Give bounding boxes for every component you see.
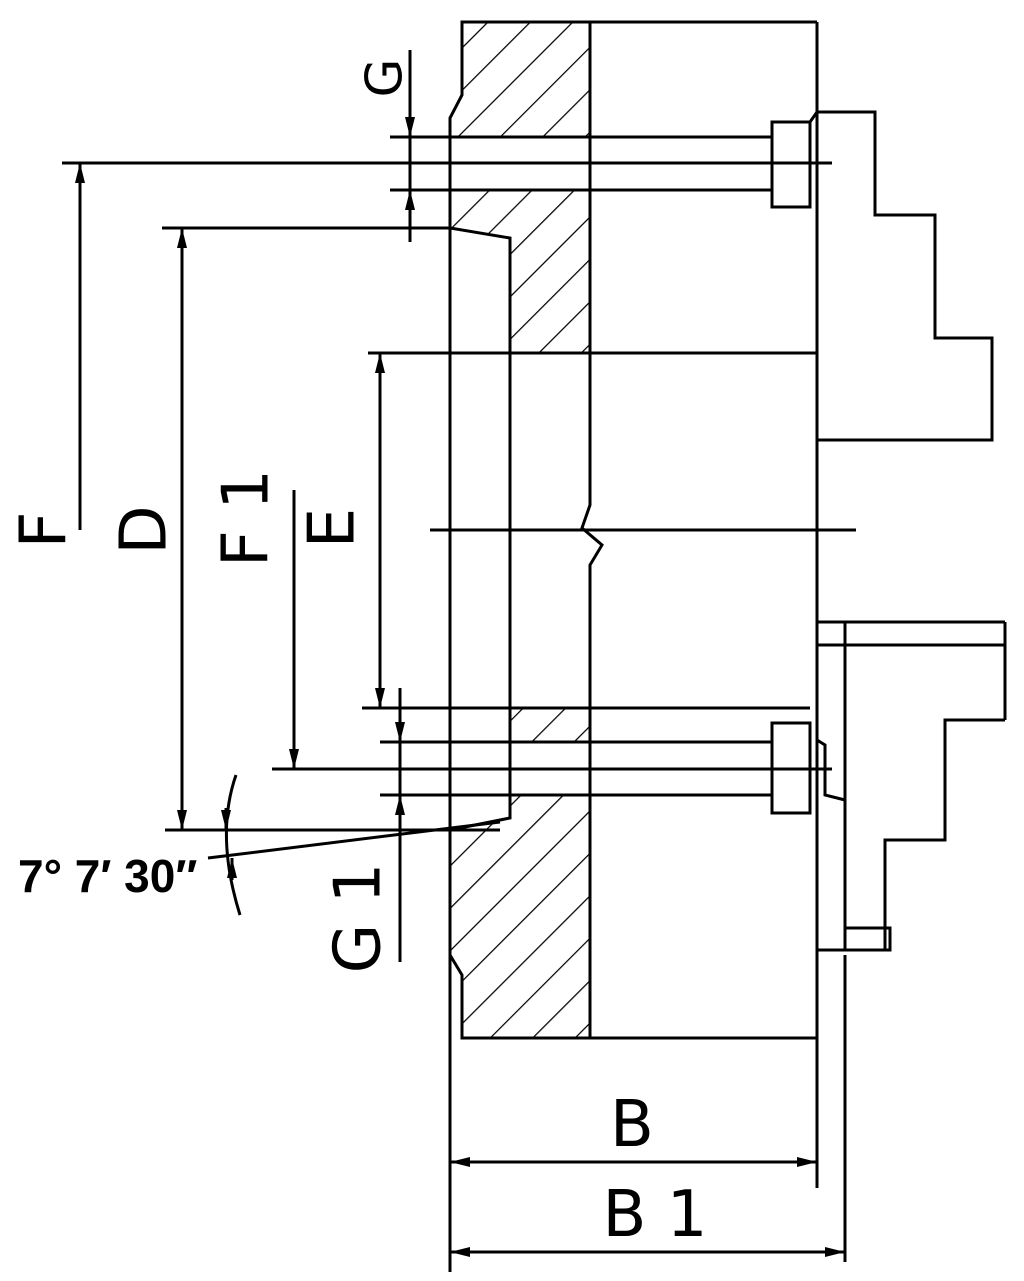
label-G1: G 1 [322, 863, 396, 974]
label-B: B [610, 1088, 654, 1162]
label-B1: B 1 [603, 1178, 708, 1252]
jaw-bottom [816, 620, 1007, 1262]
label-E: E [296, 508, 370, 548]
label-F: F [8, 512, 82, 549]
body-section-bottom [448, 706, 592, 1040]
label-angle: 7° 7′ 30″ [18, 850, 197, 902]
body-section-top [448, 20, 592, 355]
dim-angle [207, 774, 501, 916]
label-G: G [356, 59, 414, 98]
dim-E [368, 351, 510, 708]
label-D: D [108, 505, 182, 554]
bolt-hole-top [62, 120, 832, 209]
jaw-top [808, 110, 994, 442]
body-outline [448, 20, 819, 1272]
bolt-hole-bottom [272, 706, 832, 815]
label-F1: F 1 [210, 469, 284, 567]
